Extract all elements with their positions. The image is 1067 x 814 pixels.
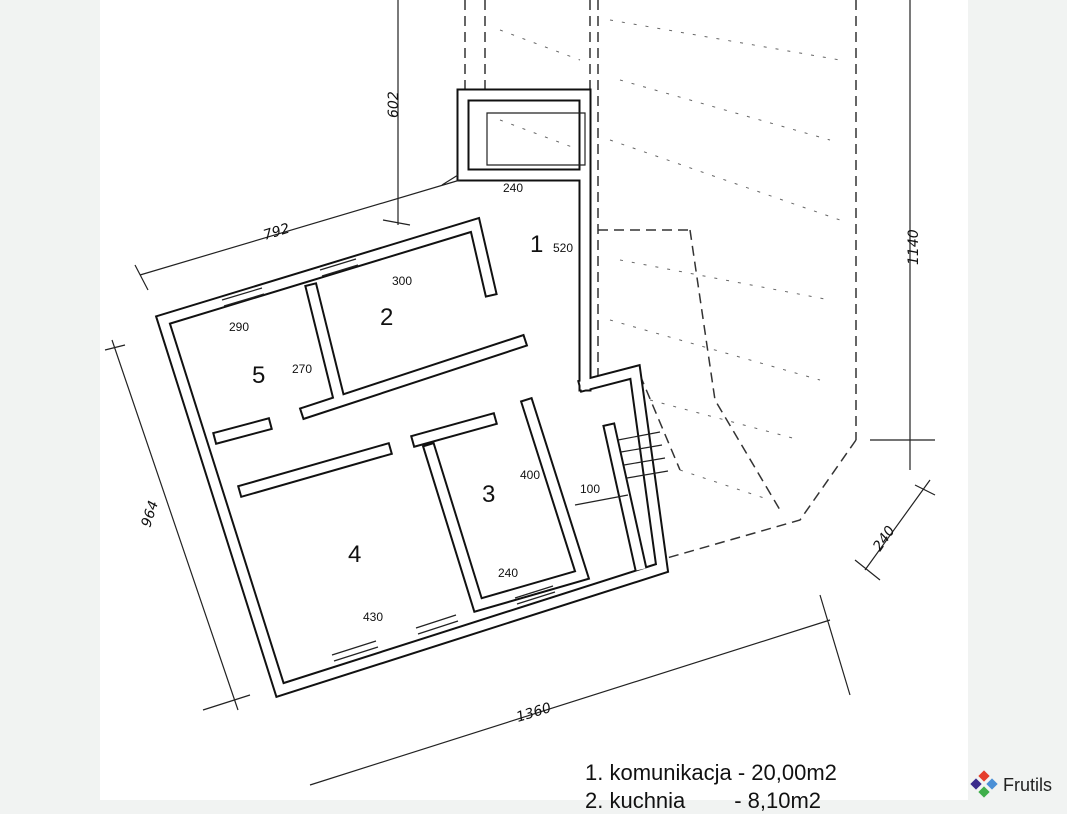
walls (154, 88, 670, 699)
windows (221, 258, 556, 662)
frutils-logo-icon (970, 770, 998, 798)
dim-1360: 1360 (514, 700, 553, 726)
dim-792: 792 (261, 221, 291, 244)
dim-964: 964 (139, 499, 162, 529)
frutils-watermark: Frutils (969, 770, 1052, 800)
dim-room5-width: 290 (229, 320, 249, 334)
room-1-label: 1 (530, 231, 543, 258)
dim-room3-width: 240 (498, 566, 518, 580)
terrace (464, 0, 857, 561)
floor-plan-sheet (100, 0, 968, 800)
legend-item-2: 2. kuchnia - 8,10m2 (585, 788, 822, 813)
dim-240: 240 (870, 523, 898, 554)
dim-room1-top: 240 (503, 181, 523, 195)
dim-room3-height: 400 (520, 468, 540, 482)
dim-602: 602 (386, 91, 402, 118)
dim-room2: 300 (392, 274, 412, 288)
room-3-label: 3 (482, 481, 495, 508)
dim-room1-side: 520 (553, 241, 573, 255)
dim-room4: 430 (363, 610, 383, 624)
room-2-label: 2 (380, 304, 393, 331)
dim-room5-height: 270 (292, 362, 312, 376)
dim-stair: 100 (580, 482, 600, 496)
dimension-lines (104, 0, 936, 786)
frutils-logo-text: Frutils (1003, 774, 1052, 795)
dim-1140: 1140 (906, 229, 922, 265)
room-5-label: 5 (252, 362, 265, 389)
room-4-label: 4 (348, 541, 361, 568)
legend-item-1: 1. komunikacja - 20,00m2 (585, 760, 837, 785)
